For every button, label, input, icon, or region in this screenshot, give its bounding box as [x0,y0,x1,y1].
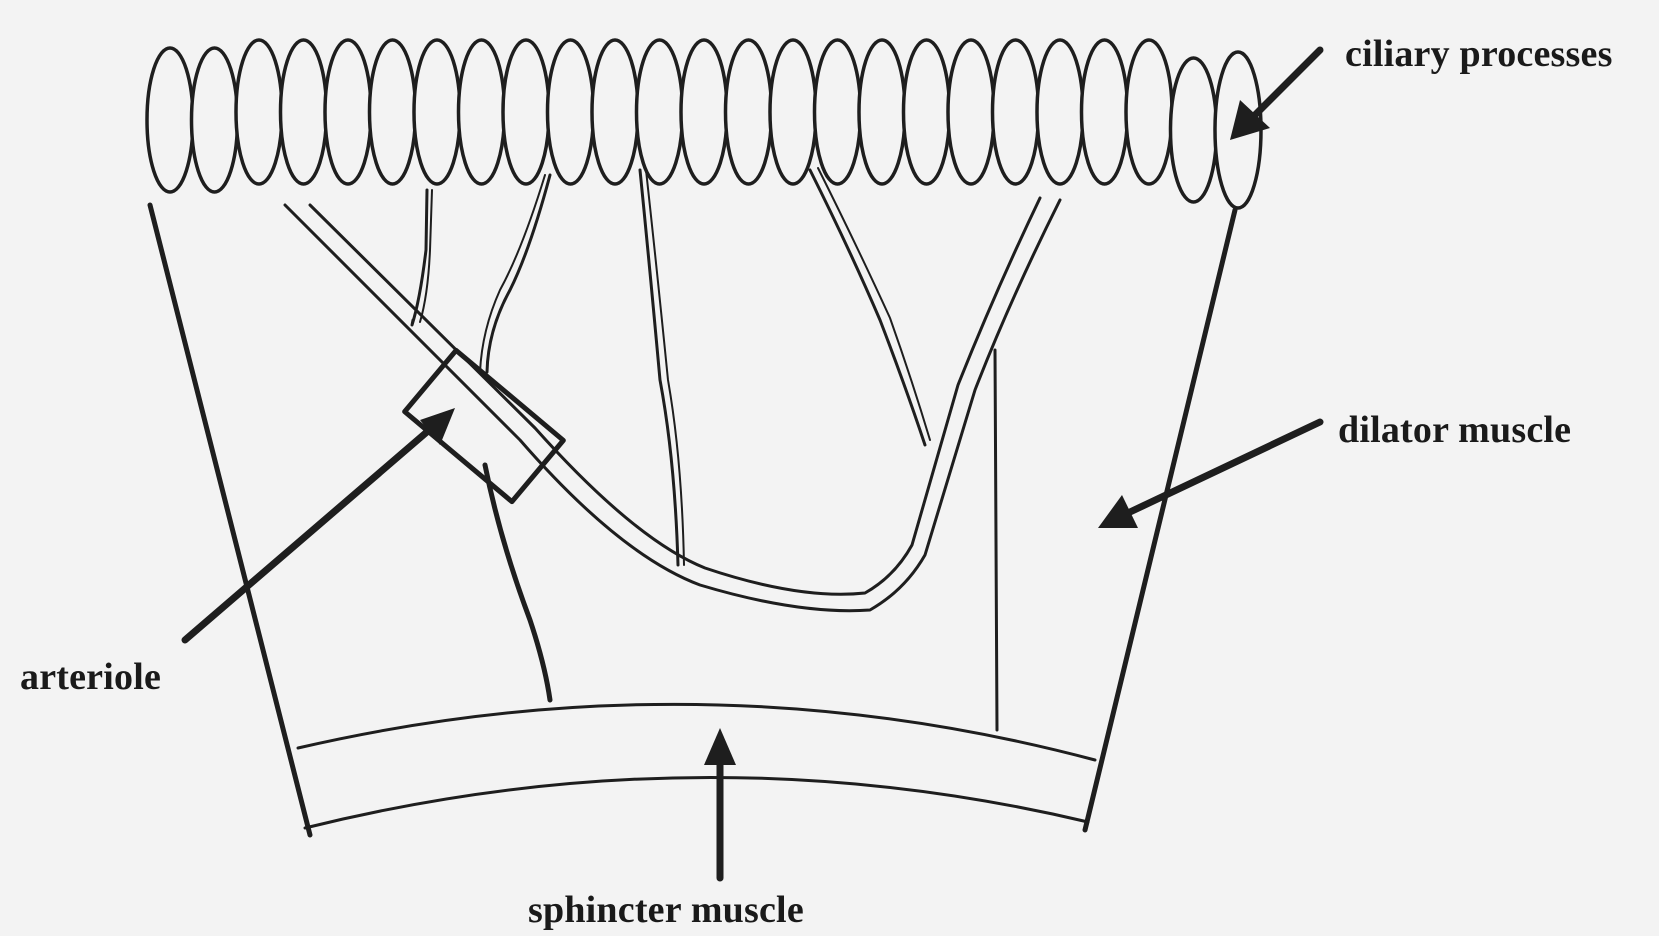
sphincter-muscle-label: sphincter muscle [528,888,804,932]
ciliary-process [281,40,327,184]
arrow-arteriole-shaft [185,425,435,640]
ciliary-process [1171,58,1217,202]
ciliary-processes-label: ciliary processes [1345,32,1613,76]
vessel-branch-right-vertical [995,350,997,730]
ciliary-process [770,40,816,184]
ciliary-process [681,40,727,184]
ciliary-process [726,40,772,184]
ciliary-processes [147,40,1261,208]
arrow-dilator-shaft [1130,422,1320,512]
ciliary-process [503,40,549,184]
ciliary-process [236,40,282,184]
ciliary-process [815,40,861,184]
tissue-left-edge [150,205,310,835]
ciliary-process [993,40,1039,184]
ciliary-process [147,48,193,192]
arteriole-label: arteriole [20,655,161,699]
ciliary-process [859,40,905,184]
ciliary-process [592,40,638,184]
arrow-ciliary-shaft [1250,50,1320,120]
vessel-branch-2 [487,175,550,372]
ciliary-process [414,40,460,184]
arrow-sphincter-head [704,728,736,765]
vessel-branch-3b [646,170,684,565]
ciliary-process [192,48,238,192]
arrow-arteriole-head [420,408,455,445]
ciliary-process [637,40,683,184]
ciliary-process [325,40,371,184]
ciliary-process [1082,40,1128,184]
sphincter-band-upper [298,704,1095,760]
vessel-branch-4 [810,170,925,445]
ciliary-process [1126,40,1172,184]
vessel-branch-to-sphincter [485,465,550,700]
ciliary-process [459,40,505,184]
ciliary-process [370,40,416,184]
vessel-branch-3 [640,170,678,565]
ciliary-process [948,40,994,184]
dilator-muscle-label: dilator muscle [1338,408,1571,452]
ciliary-process [1037,40,1083,184]
sphincter-band-lower [305,777,1088,828]
ciliary-process [548,40,594,184]
ciliary-process [904,40,950,184]
